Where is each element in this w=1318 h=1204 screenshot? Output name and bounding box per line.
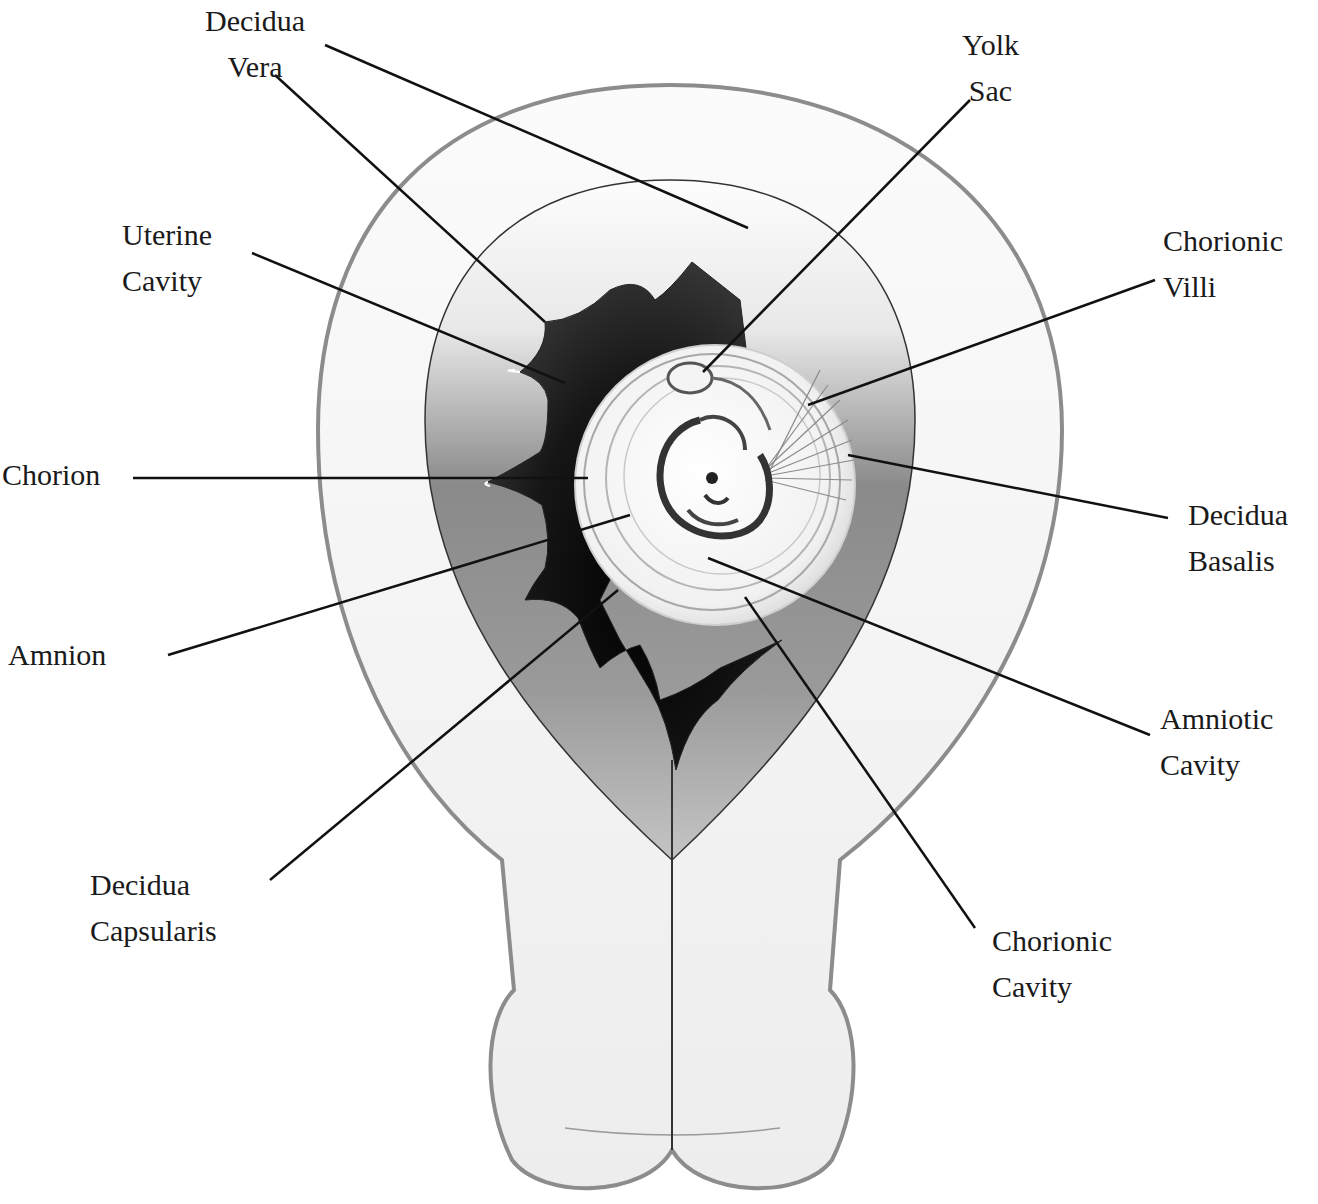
amnion-inner-ring (624, 378, 820, 574)
part-label: Yolk Sac (962, 22, 1019, 114)
part-label: Decidua Vera (205, 0, 305, 90)
chorionic-sac (575, 345, 855, 625)
part-label: Amniotic Cavity (1160, 696, 1273, 788)
leader-lines (133, 45, 1168, 928)
part-label: Uterine Cavity (122, 212, 212, 304)
part-label: Chorionic Villi (1163, 218, 1283, 310)
part-label: Chorionic Cavity (992, 918, 1112, 1010)
cavity-edge (485, 370, 520, 486)
decidua (425, 180, 915, 860)
chorionic-villi (765, 370, 854, 500)
uterus-wall (318, 85, 1062, 1188)
cervical-canal (671, 760, 673, 1150)
part-label: Decidua Basalis (1188, 492, 1288, 584)
part-label: Decidua Capsularis (90, 862, 217, 954)
part-label: Amnion (8, 632, 106, 678)
chorion-ring (584, 354, 840, 610)
amnion-ring (606, 366, 830, 590)
embryo (660, 363, 770, 536)
part-label: Chorion (2, 452, 100, 498)
